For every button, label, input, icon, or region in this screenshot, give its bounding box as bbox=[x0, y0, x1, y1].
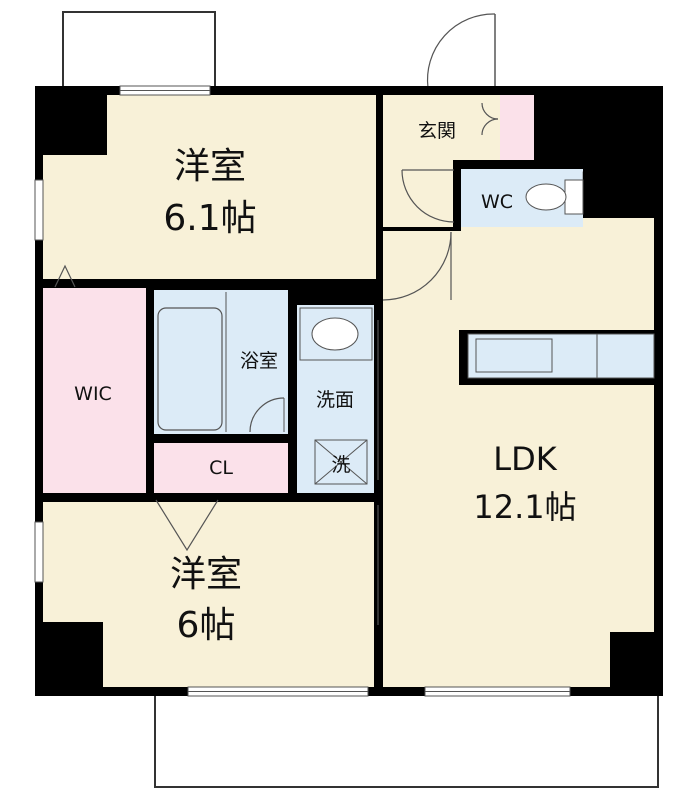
kitchen-counter bbox=[459, 330, 655, 385]
washroom-label: 洗面 bbox=[316, 389, 354, 411]
bath-label: 浴室 bbox=[240, 350, 278, 372]
ldk-name: LDK bbox=[493, 440, 557, 478]
entrance-floor bbox=[383, 95, 500, 160]
south-balcony bbox=[154, 695, 659, 788]
closet-floor bbox=[154, 443, 288, 493]
ldk-floor bbox=[383, 218, 654, 687]
bedroom1-size: 6.1帖 bbox=[163, 198, 256, 239]
windows bbox=[34, 85, 571, 697]
toilet-fixture bbox=[525, 179, 584, 215]
entrance-door-swing bbox=[426, 13, 496, 90]
washer-pan bbox=[314, 439, 368, 485]
interior-walls bbox=[43, 95, 655, 695]
entrance-label: 玄関 bbox=[418, 120, 456, 142]
wash-basin bbox=[299, 307, 373, 361]
wic-label: WIC bbox=[74, 383, 112, 405]
washer-label: 洗 bbox=[331, 454, 350, 476]
shoe-cabinet bbox=[500, 95, 534, 160]
bedroom1-name: 洋室 bbox=[174, 146, 246, 187]
wic-floor bbox=[43, 288, 146, 493]
bathtub bbox=[157, 292, 285, 433]
columns bbox=[43, 95, 655, 687]
ldk-size: 12.1帖 bbox=[473, 488, 576, 526]
bedroom2-name: 洋室 bbox=[170, 554, 242, 595]
north-balcony bbox=[62, 11, 216, 88]
door-swings bbox=[54, 102, 499, 625]
closet-label: CL bbox=[209, 457, 233, 479]
toilet-label: WC bbox=[481, 191, 513, 213]
bedroom2-size: 6帖 bbox=[177, 605, 236, 646]
